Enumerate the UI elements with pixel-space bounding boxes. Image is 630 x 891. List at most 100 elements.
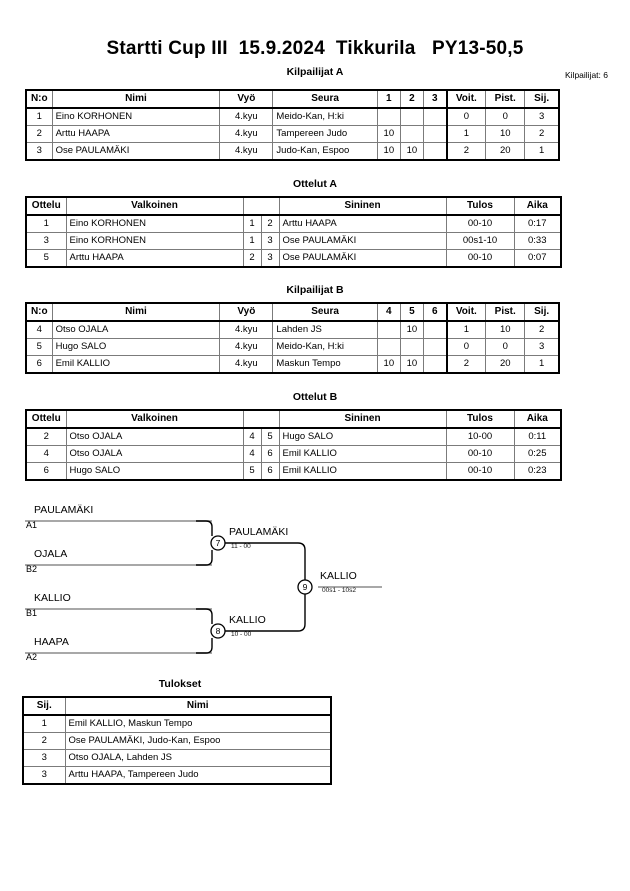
bracket-sf1-winner: PAULAMÄKI bbox=[229, 526, 289, 538]
cell-rank: 2 bbox=[22, 732, 66, 750]
bracket-entrant-seed-4: A2 bbox=[26, 652, 38, 662]
table-row: 6 Emil KALLIO 4.kyu Maskun Tempo 10 10 2… bbox=[25, 355, 560, 374]
col-belt: Vyö bbox=[219, 89, 274, 109]
table-row: 3 Ose PAULAMÄKI 4.kyu Judo-Kan, Espoo 10… bbox=[25, 142, 560, 161]
cell-m3 bbox=[422, 125, 448, 143]
col-no: N:o bbox=[25, 302, 53, 322]
match-circle-7 bbox=[210, 535, 226, 551]
cell-name: Arttu HAAPA bbox=[51, 125, 221, 143]
cell-time: 0:25 bbox=[513, 445, 562, 463]
cell-wins: 0 bbox=[445, 338, 487, 356]
cell-result: 00-10 bbox=[445, 462, 515, 481]
cell-belt: 4.kyu bbox=[219, 320, 274, 339]
cell-time: 0:23 bbox=[513, 462, 562, 481]
bracket-entrant-name-1: PAULAMÄKI bbox=[34, 504, 94, 516]
bracket-entrant-name-3: KALLIO bbox=[34, 592, 71, 604]
cell-wins: 2 bbox=[445, 142, 487, 161]
cell-blue: Ose PAULAMÄKI bbox=[278, 249, 447, 268]
cell-points: 0 bbox=[485, 107, 526, 126]
cell-no: 1 bbox=[25, 107, 53, 126]
col-blue: Sininen bbox=[278, 409, 447, 429]
cell-name: Ose PAULAMÄKI, Judo-Kan, Espoo bbox=[64, 732, 332, 750]
cell-m5 bbox=[399, 338, 424, 356]
col-name: Nimi bbox=[51, 302, 221, 322]
cell-points: 20 bbox=[485, 142, 526, 161]
table-row: 6 Hugo SALO 5 6 Emil KALLIO 00-10 0:23 bbox=[25, 462, 562, 481]
cell-m4 bbox=[376, 320, 401, 339]
cell-result: 00-10 bbox=[445, 214, 515, 233]
cell-points: 0 bbox=[485, 338, 526, 356]
cell-rank: 3 bbox=[524, 107, 560, 126]
cell-points: 10 bbox=[485, 125, 526, 143]
table-row: 1 Eino KORHONEN 4.kyu Meido-Kan, H:ki 0 … bbox=[25, 107, 560, 126]
cell-m5: 10 bbox=[399, 320, 424, 339]
col-name: Nimi bbox=[64, 696, 332, 716]
cell-match-no: 1 bbox=[25, 214, 67, 233]
cell-match-no: 6 bbox=[25, 462, 67, 481]
cell-club: Tampereen Judo bbox=[272, 125, 378, 143]
cell-rank: 3 bbox=[22, 749, 66, 767]
cell-result: 10-00 bbox=[445, 427, 515, 446]
cell-white: Hugo SALO bbox=[65, 462, 244, 481]
cell-blue-no: 6 bbox=[260, 445, 280, 463]
elimination-bracket: PAULAMÄKI A1 OJALA B2 KALLIO B1 HAAPA A2… bbox=[0, 495, 630, 670]
col-club: Seura bbox=[272, 89, 378, 109]
cell-belt: 4.kyu bbox=[219, 107, 274, 126]
cell-result: 00s1-10 bbox=[445, 232, 515, 250]
cell-rank: 1 bbox=[524, 142, 560, 161]
page-title: Startti Cup III 15.9.2024 Tikkurila PY13… bbox=[106, 38, 524, 59]
table-row: 4 Otso OJALA 4.kyu Lahden JS 10 1 10 2 bbox=[25, 320, 560, 339]
cell-no: 3 bbox=[25, 142, 53, 161]
cell-points: 10 bbox=[485, 320, 526, 339]
cell-match-no: 2 bbox=[25, 427, 67, 446]
cell-blue-no: 6 bbox=[260, 462, 280, 481]
matches-a-caption: Ottelut A bbox=[293, 178, 337, 190]
bracket-match-number-9: 9 bbox=[302, 582, 308, 592]
col-result: Tulos bbox=[445, 196, 515, 216]
cell-club: Meido-Kan, H:ki bbox=[272, 338, 378, 356]
connector-final-top bbox=[225, 542, 306, 558]
cell-rank: 1 bbox=[22, 714, 66, 733]
bracket-entrant-seed-2: B2 bbox=[26, 564, 38, 574]
table-row: 1 Eino KORHONEN 1 2 Arttu HAAPA 00-10 0:… bbox=[25, 214, 562, 233]
col-match-no: Ottelu bbox=[25, 409, 67, 429]
cell-white: Eino KORHONEN bbox=[65, 232, 244, 250]
cell-white-no: 5 bbox=[242, 462, 262, 481]
cell-m4 bbox=[376, 338, 401, 356]
entrants-count: Kilpailijat: 6 bbox=[565, 70, 608, 80]
results-caption: Tulokset bbox=[158, 678, 202, 690]
cell-match-no: 4 bbox=[25, 445, 67, 463]
bracket-sf2-winner: KALLIO bbox=[229, 614, 266, 626]
col-white-no bbox=[243, 196, 261, 216]
cell-m2 bbox=[399, 107, 424, 126]
bracket-entrant-seed-3: B1 bbox=[26, 608, 38, 618]
col-wins: Voit. bbox=[445, 302, 487, 322]
bracket-final-score: 00s1 - 10s2 bbox=[322, 587, 356, 594]
cell-time: 0:33 bbox=[513, 232, 562, 250]
cell-m6 bbox=[422, 320, 448, 339]
bracket-match-number-8: 8 bbox=[215, 626, 221, 636]
col-blue-no bbox=[261, 409, 279, 429]
cell-time: 0:07 bbox=[513, 249, 562, 268]
cell-no: 6 bbox=[25, 355, 53, 374]
col-points: Pist. bbox=[485, 89, 526, 109]
connector-sf2-top bbox=[196, 608, 213, 621]
match-circle-8 bbox=[210, 623, 226, 639]
col-no: N:o bbox=[25, 89, 53, 109]
col-blue-no bbox=[261, 196, 279, 216]
col-points: Pist. bbox=[485, 302, 526, 322]
cell-rank: 2 bbox=[524, 125, 560, 143]
matches-b-table: Ottelu Valkoinen Sininen Tulos Aika 2 Ot… bbox=[25, 409, 562, 481]
cell-name: Ose PAULAMÄKI bbox=[51, 142, 221, 161]
col-result: Tulos bbox=[445, 409, 515, 429]
cell-rank: 1 bbox=[524, 355, 560, 374]
cell-white: Arttu HAAPA bbox=[65, 249, 244, 268]
table-row: 4 Otso OJALA 4 6 Emil KALLIO 00-10 0:25 bbox=[25, 445, 562, 463]
results-table: Sij. Nimi 1 Emil KALLIO, Maskun Tempo 2 … bbox=[22, 696, 332, 785]
cell-club: Judo-Kan, Espoo bbox=[272, 142, 378, 161]
cell-m6 bbox=[422, 338, 448, 356]
cell-rank: 3 bbox=[524, 338, 560, 356]
bracket-entrant-seed-1: A1 bbox=[26, 520, 38, 530]
cell-name: Emil KALLIO bbox=[51, 355, 221, 374]
cell-wins: 1 bbox=[445, 125, 487, 143]
